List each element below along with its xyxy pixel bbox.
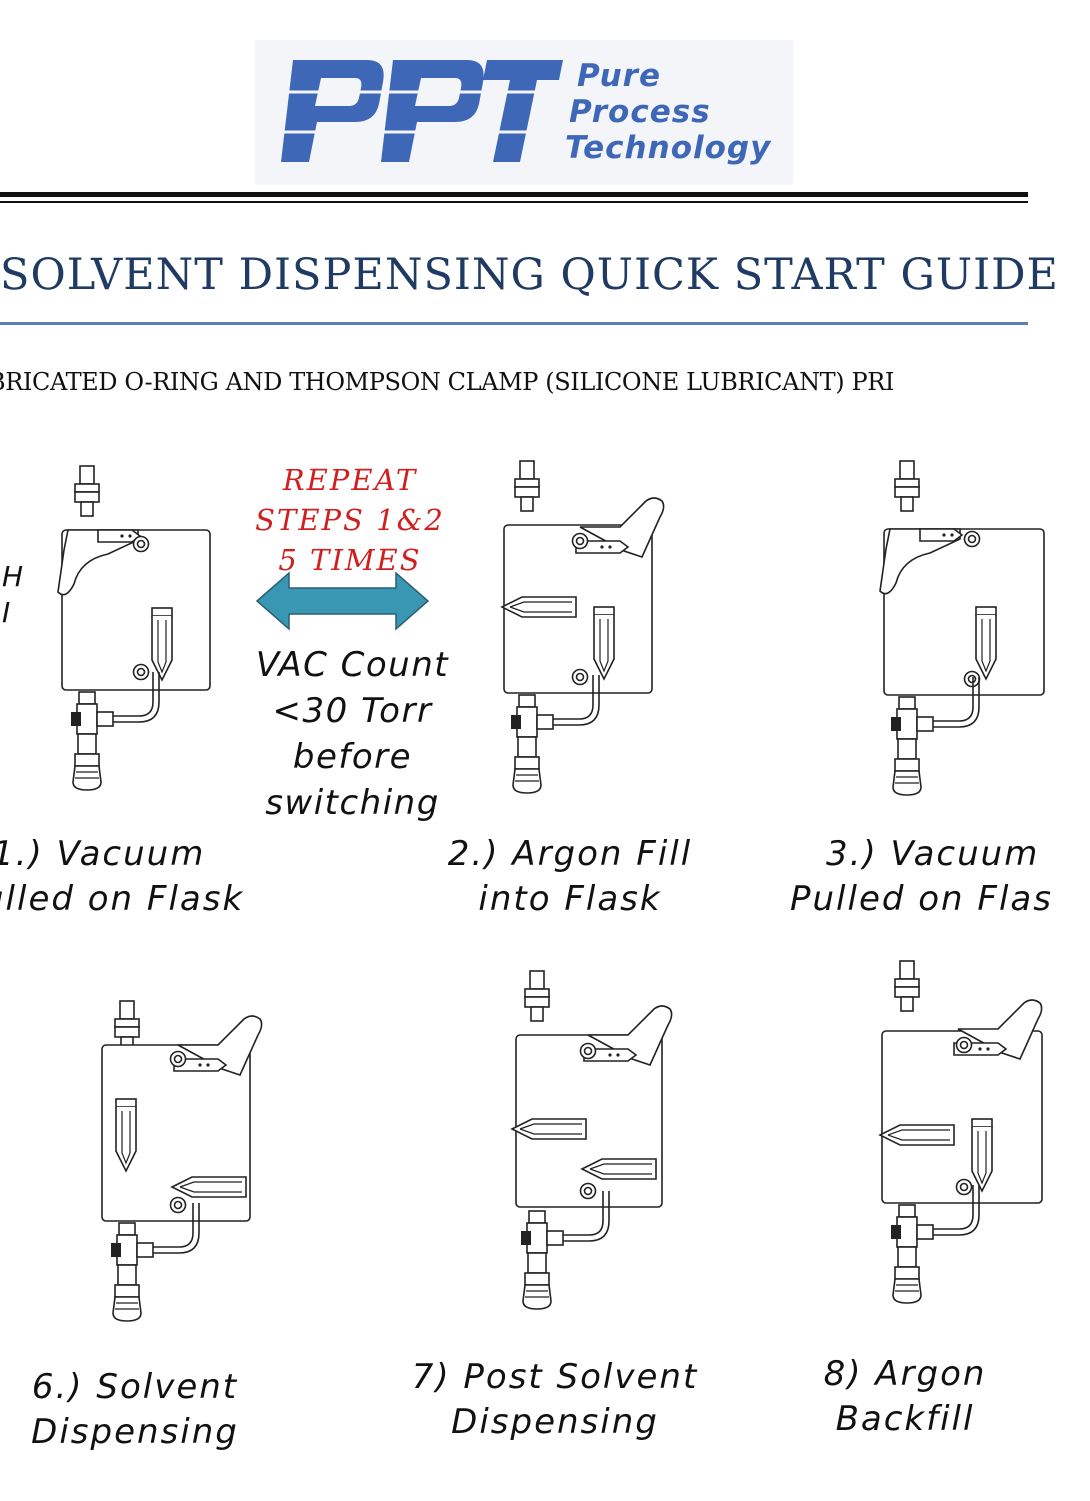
vac-line-4: switching	[265, 783, 440, 823]
company-name: Pure Process Technology	[565, 58, 771, 166]
header-rule-thin	[0, 201, 1028, 203]
step-6-caption-line-1: 6.) Solvent	[31, 1367, 239, 1407]
header-rule-thick	[0, 192, 1028, 197]
valve-diagram-step-8	[879, 960, 1060, 1304]
title-rule	[0, 322, 1028, 325]
step-3-caption-line-1: 3.) Vacuum	[826, 834, 1040, 874]
step-8-caption-line-1: 8) Argon	[823, 1354, 987, 1394]
ppt-logo-icon	[275, 60, 565, 162]
step-1-caption-line-1: 1.) Vacuum	[0, 834, 206, 874]
step-3-caption: 3.) Vacuum Pulled on Flas	[790, 832, 1090, 922]
step-2-caption-line-1: 2.) Argon Fill	[447, 834, 693, 874]
vac-line-1: VAC Count	[255, 645, 450, 685]
repeat-steps-note: REPEAT STEPS 1&2 5 TIMES	[255, 460, 445, 580]
step-1-caption-line-2: ulled on Flask	[0, 879, 245, 919]
step-8-caption-line-2: Backfill	[835, 1399, 975, 1439]
valve-diagram-step-3	[879, 460, 1060, 796]
valve-diagram-step-7	[511, 970, 673, 1310]
step-3-caption-line-2: Pulled on Flas	[790, 879, 1053, 919]
valve-diagram-step-6	[80, 1000, 263, 1322]
vac-line-3: before	[292, 737, 413, 777]
repeat-line-1: REPEAT	[282, 463, 418, 497]
step-2-caption-line-2: into Flask	[478, 879, 662, 919]
step-6-caption-line-2: Dispensing	[31, 1412, 239, 1452]
step-8-caption: 8) Argon Backfill	[790, 1352, 1020, 1442]
step-7-caption: 7) Post Solvent Dispensing	[400, 1355, 710, 1445]
step-2-caption: 2.) Argon Fill into Flask	[430, 832, 710, 922]
vac-count-note: VAC Count <30 Torr before switching	[240, 642, 465, 826]
step-7-caption-line-2: Dispensing	[451, 1402, 659, 1442]
company-line-process: Process	[569, 94, 711, 130]
valve-diagram-step-2	[501, 460, 665, 794]
left-fragment-2: I	[2, 596, 11, 629]
valve-diagram-step-1	[57, 465, 240, 791]
double-arrow-icon	[255, 571, 430, 631]
step-6-caption: 6.) Solvent Dispensing	[10, 1365, 260, 1455]
page-title: SOLVENT DISPENSING QUICK START GUIDE	[0, 250, 1059, 300]
step-7-caption-line-1: 7) Post Solvent	[411, 1357, 699, 1397]
company-line-technology: Technology	[565, 130, 772, 166]
step-1-caption: 1.) Vacuum ulled on Flask	[0, 832, 242, 922]
instruction-text: BRICATED O-RING AND THOMPSON CLAMP (SILI…	[0, 368, 894, 396]
company-line-pure: Pure	[577, 58, 661, 94]
repeat-line-2: STEPS 1&2	[255, 503, 445, 537]
repeat-line-3: 5 TIMES	[278, 543, 422, 577]
vac-line-2: <30 Torr	[272, 691, 433, 731]
left-fragment-1: H	[2, 560, 24, 593]
